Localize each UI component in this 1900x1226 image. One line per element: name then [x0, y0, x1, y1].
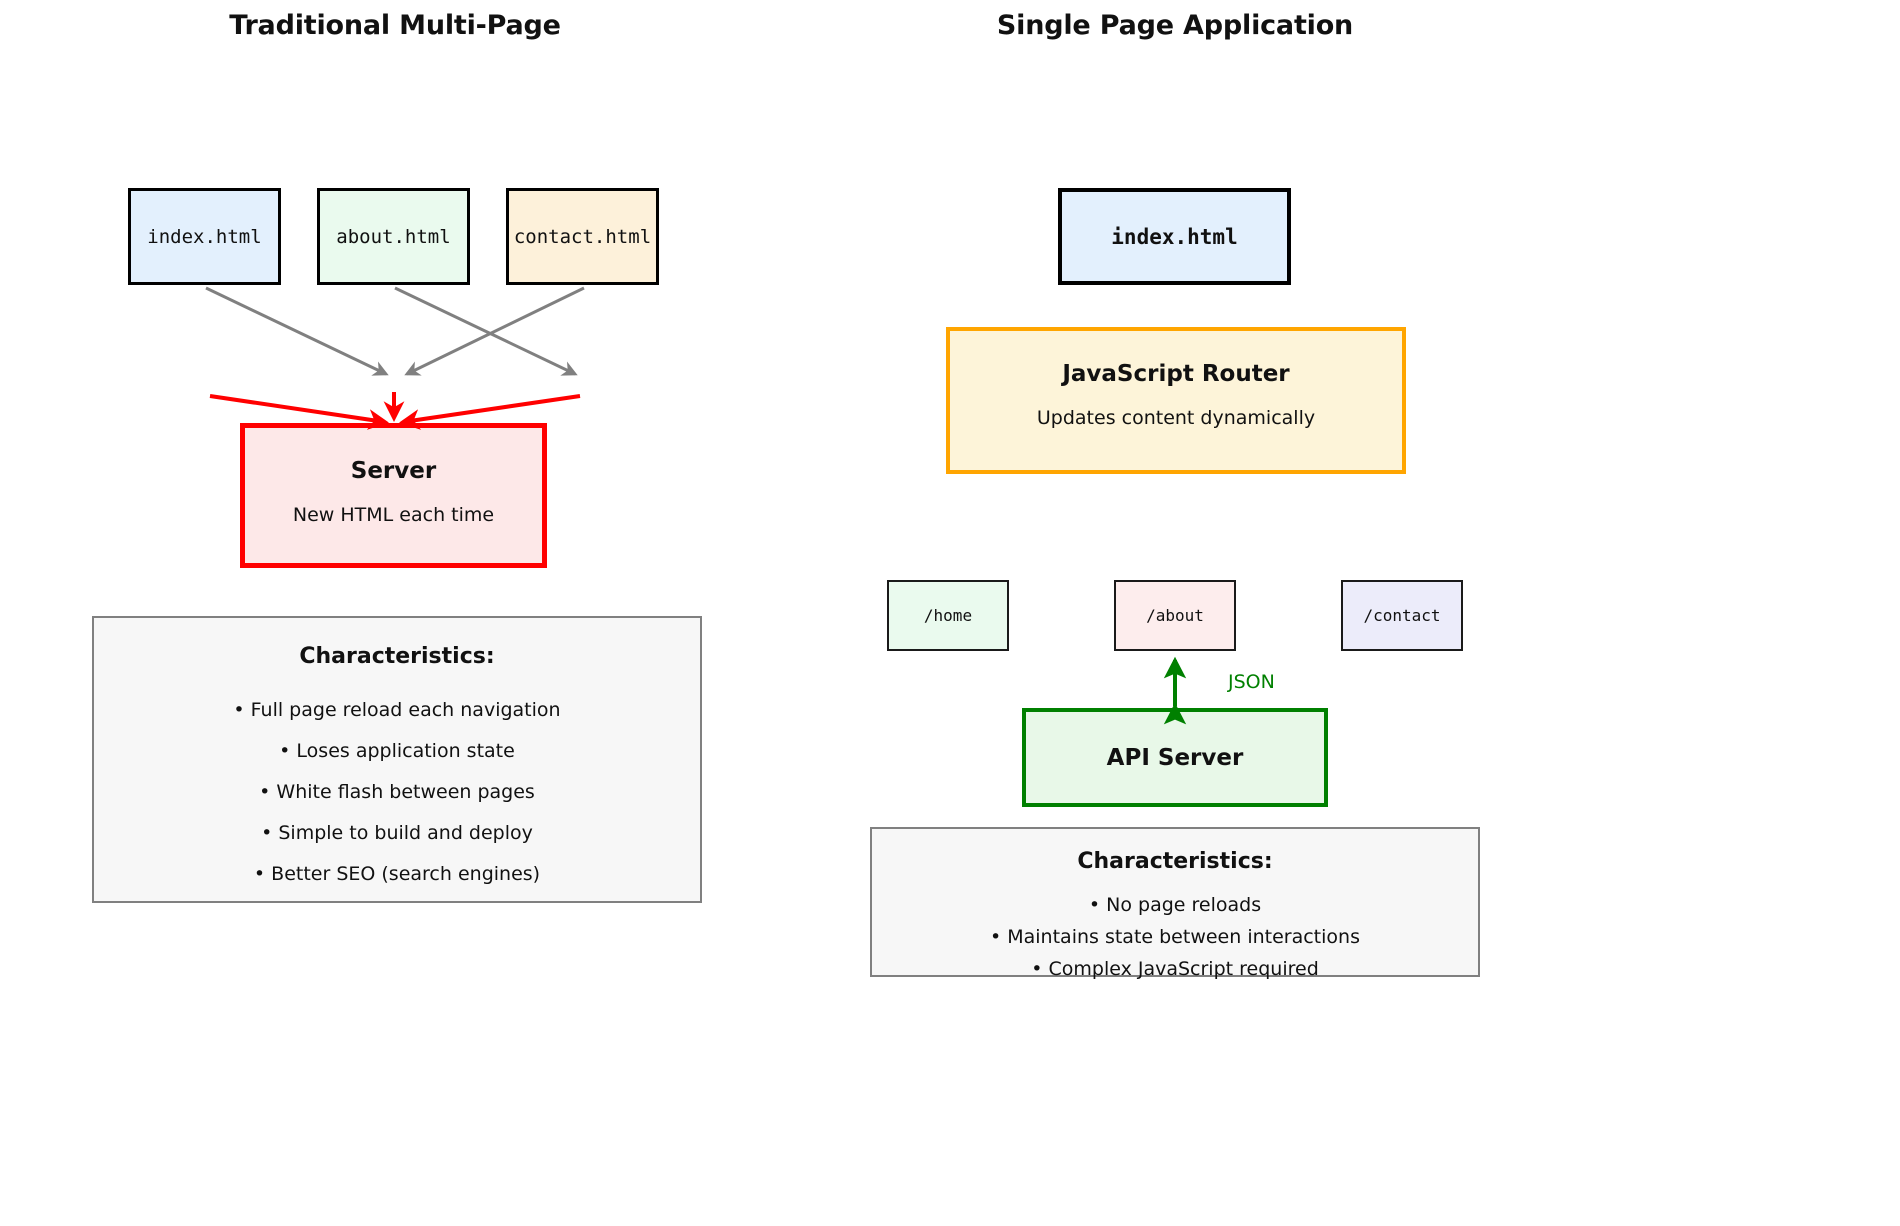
- page-box-index-left-label: index.html: [147, 225, 262, 248]
- page-box-index-right-label: index.html: [1111, 224, 1238, 249]
- page-box-index-left[interactable]: index.html: [128, 188, 281, 285]
- right-panel-title: Single Page Application: [996, 10, 1354, 41]
- left-characteristic-item: • Simple to build and deploy: [261, 822, 533, 844]
- route-box-about-label: /about: [1146, 606, 1204, 625]
- red-server-arrows: [209, 392, 581, 430]
- route-box-about[interactable]: /about: [1114, 580, 1236, 651]
- arrow-red-left: [209, 394, 389, 430]
- right-characteristics-heading: Characteristics:: [1077, 849, 1273, 874]
- server-box-subtitle: New HTML each time: [292, 504, 495, 526]
- page-box-contact-left[interactable]: contact.html: [506, 188, 659, 285]
- route-box-home-label: /home: [923, 606, 973, 625]
- arrow-contact-to-server: [404, 286, 585, 376]
- page-box-contact-left-label: contact.html: [513, 225, 652, 248]
- left-characteristic-item: • Better SEO (search engines): [253, 863, 541, 885]
- server-box[interactable]: Server New HTML each time: [240, 423, 547, 568]
- page-box-about-left[interactable]: about.html: [317, 188, 470, 285]
- route-box-contact-label: /contact: [1363, 606, 1441, 625]
- json-arrow-label: JSON: [1228, 671, 1275, 693]
- left-characteristic-item: • Full page reload each navigation: [233, 699, 561, 721]
- left-characteristic-item: • Loses application state: [279, 740, 515, 762]
- right-characteristic-item: • No page reloads: [1088, 894, 1262, 916]
- js-router-box-title: JavaScript Router: [1062, 361, 1290, 387]
- left-characteristics-list: • Full page reload each navigation • Los…: [94, 699, 700, 885]
- arrow-about-to-server: [394, 286, 578, 376]
- right-characteristics-box: Characteristics: • No page reloads • Mai…: [870, 827, 1480, 980]
- arrow-red-right: [399, 394, 581, 430]
- route-box-contact[interactable]: /contact: [1341, 580, 1463, 651]
- right-characteristic-item: • Maintains state between interactions: [990, 926, 1360, 948]
- js-router-box[interactable]: JavaScript Router Updates content dynami…: [946, 327, 1406, 474]
- arrow-index-to-server: [205, 286, 389, 376]
- page-box-index-right[interactable]: index.html: [1058, 188, 1291, 285]
- left-panel-title: Traditional Multi-Page: [229, 10, 561, 41]
- right-characteristic-item: • Complex JavaScript required: [1031, 958, 1319, 980]
- api-server-box[interactable]: API Server: [1022, 708, 1328, 807]
- left-characteristics-box: Characteristics: • Full page reload each…: [92, 616, 702, 903]
- left-characteristic-item: • White flash between pages: [259, 781, 535, 803]
- left-characteristics-heading: Characteristics:: [299, 644, 495, 669]
- server-box-title: Server: [350, 458, 437, 484]
- gray-nav-arrows: [205, 286, 585, 376]
- right-characteristics-list: • No page reloads • Maintains state betw…: [872, 894, 1478, 980]
- route-box-home[interactable]: /home: [887, 580, 1009, 651]
- js-router-box-subtitle: Updates content dynamically: [1036, 407, 1316, 429]
- api-server-box-title: API Server: [1106, 744, 1244, 771]
- page-box-about-left-label: about.html: [336, 225, 451, 248]
